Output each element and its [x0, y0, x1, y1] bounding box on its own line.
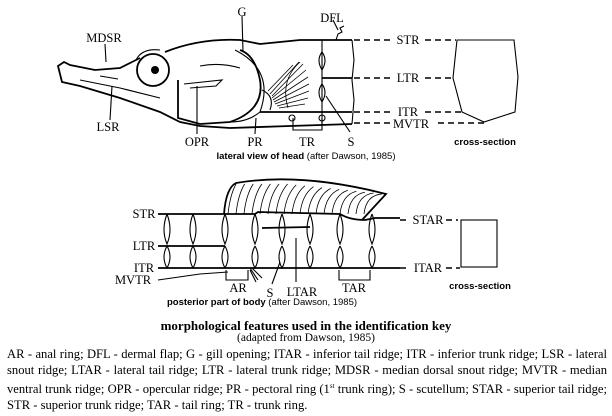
fin-ray [251, 183, 263, 215]
fin-ray [235, 183, 245, 215]
label-star: STAR [413, 213, 445, 227]
fin-ray [355, 192, 374, 215]
body-ring [306, 213, 314, 270]
fin-ray [291, 185, 306, 215]
body-ridge-lines [400, 219, 460, 269]
body-ring [221, 213, 229, 270]
legend-superscript: st [329, 382, 335, 390]
body-ring [278, 213, 286, 270]
fin-ray [259, 183, 271, 215]
body-caption: posterior part of body (after Dawson, 19… [167, 297, 357, 308]
head-ridge-lines [354, 39, 484, 124]
label-tar: TAR [342, 281, 367, 295]
label-lsr: LSR [97, 120, 121, 134]
fin-ray [323, 189, 340, 215]
label-dfl: DFL [320, 11, 344, 25]
label-pr: PR [247, 135, 263, 149]
fin-ray [243, 183, 254, 215]
fin-ray [227, 183, 237, 215]
fin-ray [331, 189, 348, 215]
body-ring [368, 213, 376, 270]
figure-title: morphological features used in the ident… [160, 318, 452, 333]
body-ring [336, 213, 344, 270]
head-cross-section-shape [452, 39, 519, 123]
body-ring [163, 213, 171, 270]
fin-ray [299, 186, 314, 215]
label-str: STR [397, 33, 421, 47]
label-ltr: LTR [397, 71, 420, 85]
label-ltr: LTR [133, 239, 156, 253]
fin-ray [347, 191, 366, 215]
fin-ray [283, 184, 297, 215]
head-labels: G DFL MDSR STR LTR ITR MVTR LSR OPR PR T… [86, 5, 516, 162]
fin-ray [339, 190, 357, 215]
body-labels: STR LTR ITR MVTR STAR ITAR AR S LTAR TAR… [115, 207, 511, 308]
label-ar: AR [229, 281, 247, 295]
body-ring [189, 213, 197, 270]
label-mvtr: MVTR [115, 273, 152, 287]
body-drawing [157, 178, 400, 283]
label-itr: ITR [398, 105, 419, 119]
fin-ray [363, 193, 383, 215]
eye-icon [136, 53, 170, 87]
label-itr: ITR [134, 261, 155, 275]
label-mvtr: MVTR [393, 117, 430, 131]
morphology-diagram: G DFL MDSR STR LTR ITR MVTR LSR OPR PR T… [56, 5, 519, 308]
label-mdsr: MDSR [86, 31, 122, 45]
fin-ray [267, 183, 280, 215]
head-caption: lateral view of head (after Dawson, 1985… [216, 151, 395, 162]
body-cross-section-shape [460, 219, 498, 268]
label-s: S [348, 135, 355, 149]
head-cross-section-label: cross-section [454, 137, 516, 148]
head-pointers [104, 15, 351, 135]
label-g: G [237, 5, 246, 19]
label-opr: OPR [185, 135, 210, 149]
fin-ray [315, 188, 331, 215]
label-s: S [267, 286, 274, 300]
fin-ray [307, 187, 323, 215]
legend-text-cont: trunk ring); S - scutellum; STAR - super… [7, 382, 607, 413]
label-str: STR [133, 207, 157, 221]
body-cross-section-label: cross-section [449, 281, 511, 292]
figure-subtitle: (adapted from Dawson, 1985) [237, 332, 375, 344]
fin-ray [275, 183, 288, 215]
abbreviation-legend: AR - anal ring; DFL - dermal flap; G - g… [7, 346, 607, 413]
label-itar: ITAR [414, 261, 443, 275]
body-pointers [271, 238, 297, 285]
legend-text: AR - anal ring; DFL - dermal flap; G - g… [7, 347, 607, 397]
label-ltar: LTAR [287, 285, 318, 299]
body-ring [251, 213, 259, 270]
head-drawing [56, 25, 355, 131]
label-tr: TR [299, 135, 316, 149]
